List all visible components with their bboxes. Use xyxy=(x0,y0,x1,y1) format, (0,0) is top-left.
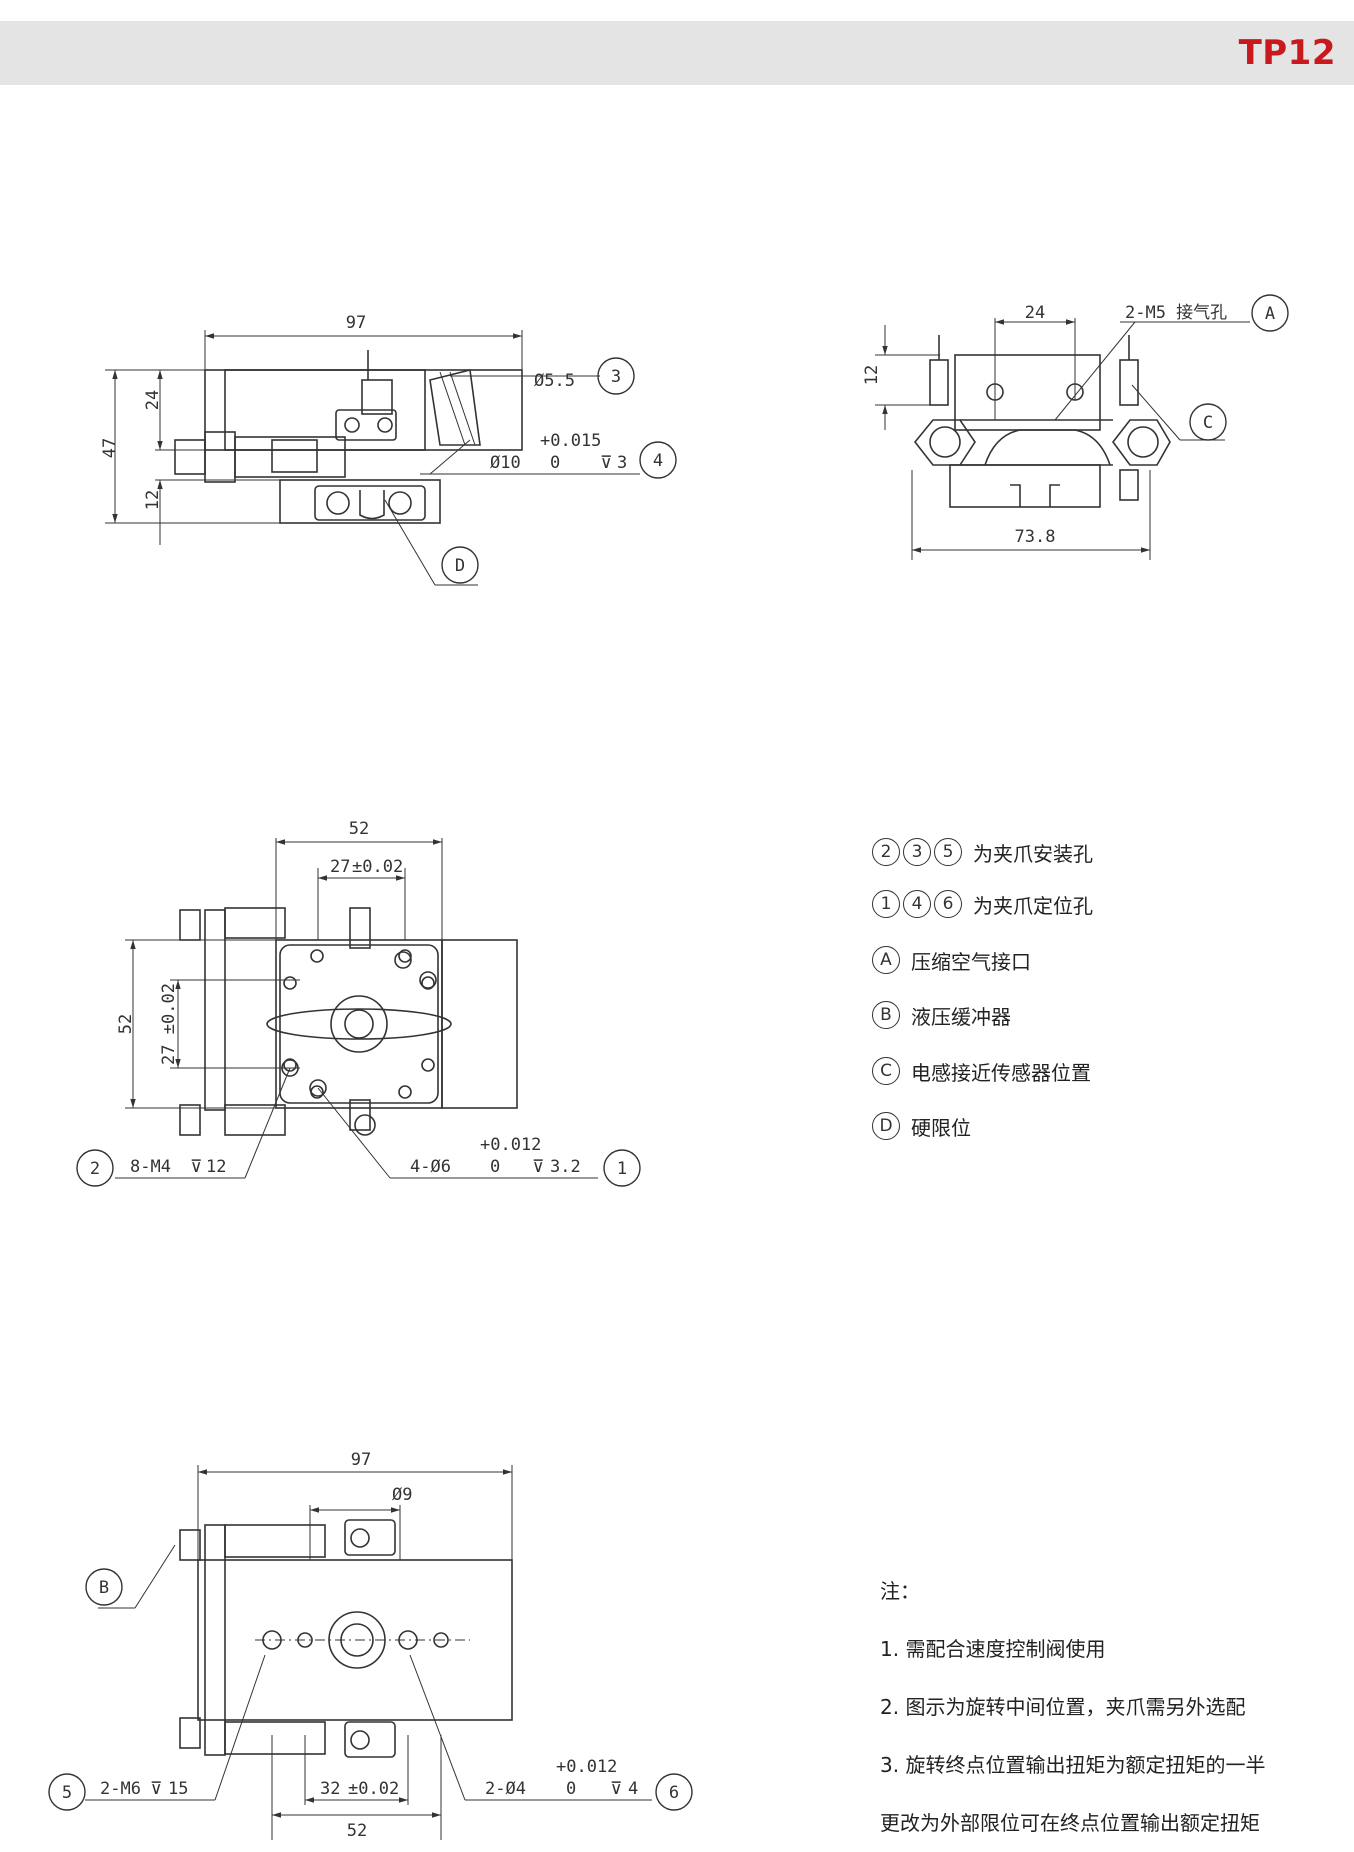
top-view xyxy=(76,838,641,1187)
header-bar: TP12 xyxy=(0,21,1354,85)
mark-icon: C xyxy=(872,1057,900,1085)
mark-icon: D xyxy=(872,1112,900,1140)
legend-text: 液压缓冲器 xyxy=(911,1004,1011,1029)
callout-2: 2 xyxy=(90,1159,100,1179)
callout-a: A xyxy=(1265,304,1275,324)
front-view xyxy=(875,294,1289,560)
depth-symbol: ⊽ xyxy=(532,1157,544,1177)
depth-symbol: ⊽ xyxy=(190,1157,202,1177)
legend-item-locating-holes: 1 4 6 为夹爪定位孔 xyxy=(872,887,1093,921)
hole4-tol-lower: 0 xyxy=(550,453,560,473)
dim-width-52: 52 xyxy=(349,819,369,839)
hole3-label: Ø5.5 xyxy=(534,371,575,391)
dim-bottom-52: 52 xyxy=(347,1821,367,1841)
legend-item-damper: B 液压缓冲器 xyxy=(872,998,1011,1032)
port-label: 2-M5 接气孔 xyxy=(1125,303,1227,323)
callout-6: 6 xyxy=(669,1783,679,1803)
side-view-text: 97 47 24 12 Ø5.5 3 Ø10 +0.015 0 ⊽ 3 4 D xyxy=(100,313,663,576)
dim-spacing-24: 24 xyxy=(1025,303,1045,323)
note-line: 更改为外部限位可在终点位置输出额定扭矩 xyxy=(880,1811,1260,1835)
dim-width-97: 97 xyxy=(351,1450,371,1470)
dim-height-12: 12 xyxy=(862,365,882,385)
mark-icon: B xyxy=(872,1001,900,1029)
mark-icon: 4 xyxy=(903,890,931,918)
callout-4: 4 xyxy=(653,451,663,471)
legend-item-air-port: A 压缩空气接口 xyxy=(872,943,1031,977)
bottom-view xyxy=(48,1465,693,1840)
dim-upper-24: 24 xyxy=(143,390,163,410)
legend-item-hard-stop: D 硬限位 xyxy=(872,1109,971,1143)
dim-pitch-32: 32 xyxy=(320,1779,340,1799)
legend-text: 压缩空气接口 xyxy=(911,949,1031,974)
callout-b: B xyxy=(99,1578,109,1598)
hole4-label: Ø10 xyxy=(490,453,521,473)
hole1-label: 4-Ø6 xyxy=(410,1157,451,1177)
callout-5: 5 xyxy=(62,1783,72,1803)
side-view xyxy=(105,330,677,586)
dim-pitch-tol: ±0.02 xyxy=(348,1779,399,1799)
mark-icon: 3 xyxy=(903,838,931,866)
dim-vpitch-27: 27 ±0.02 xyxy=(159,983,179,1065)
bottom-view-text: 97 Ø9 B 5 2-M6 ⊽ 15 32 ±0.02 2-Ø4 +0.012… xyxy=(62,1450,679,1841)
callout-c: C xyxy=(1203,413,1213,433)
callout-1: 1 xyxy=(617,1159,627,1179)
hole1-tol-lower: 0 xyxy=(490,1157,500,1177)
mark-icon: A xyxy=(872,946,900,974)
dim-pitch-27: 27 xyxy=(330,857,350,877)
mark-icon: 5 xyxy=(934,838,962,866)
depth-symbol: ⊽ xyxy=(610,1779,622,1799)
mark-icon: 1 xyxy=(872,890,900,918)
legend-item-install-holes: 2 3 5 为夹爪安装孔 xyxy=(872,835,1093,869)
mark-icon: 6 xyxy=(934,890,962,918)
thread2-depth: 12 xyxy=(206,1157,226,1177)
note-line: 1. 需配合速度控制阀使用 xyxy=(880,1637,1106,1661)
hole1-depth: 3.2 xyxy=(550,1157,581,1177)
depth-symbol: ⊽ xyxy=(600,453,612,473)
thread2-label: 8-M4 xyxy=(130,1157,171,1177)
dim-bore-9: Ø9 xyxy=(392,1485,412,1505)
thread5-label: 2-M6 xyxy=(100,1779,141,1799)
hole1-tol-upper: +0.012 xyxy=(480,1135,541,1155)
note-line: 3. 旋转终点位置输出扭矩为额定扭矩的一半 xyxy=(880,1753,1266,1777)
legend-text: 为夹爪定位孔 xyxy=(973,893,1093,918)
hole6-depth: 4 xyxy=(628,1779,638,1799)
dim-width-97: 97 xyxy=(346,313,366,333)
callout-3: 3 xyxy=(611,367,621,387)
hole6-tol-lower: 0 xyxy=(566,1779,576,1799)
top-view-text: 52 27 ±0.02 52 27 ±0.02 2 8-M4 ⊽ 12 4-Ø6… xyxy=(90,819,627,1179)
thread5-depth: 15 xyxy=(168,1779,188,1799)
dim-pitch-tol: ±0.02 xyxy=(352,857,403,877)
dim-height-52: 52 xyxy=(116,1014,136,1034)
dim-width-73-8: 73.8 xyxy=(1015,527,1056,547)
callout-d: D xyxy=(455,556,465,576)
dim-height-47: 47 xyxy=(100,438,120,458)
legend-text: 为夹爪安装孔 xyxy=(973,841,1093,866)
hole6-tol-upper: +0.012 xyxy=(556,1757,617,1777)
hole4-tol-upper: +0.015 xyxy=(540,431,601,451)
dim-lower-12: 12 xyxy=(143,490,163,510)
legend-text: 硬限位 xyxy=(911,1115,971,1140)
note-line: 2. 图示为旋转中间位置，夹爪需另外选配 xyxy=(880,1695,1246,1719)
depth-symbol: ⊽ xyxy=(150,1779,162,1799)
front-view-text: 24 2-M5 接气孔 A 12 C 73.8 xyxy=(862,303,1275,547)
hole4-depth: 3 xyxy=(617,453,627,473)
model-code: TP12 xyxy=(1238,33,1336,73)
legend-text: 电感接近传感器位置 xyxy=(911,1060,1091,1085)
notes-title: 注： xyxy=(880,1579,920,1603)
mark-icon: 2 xyxy=(872,838,900,866)
legend-item-sensor: C 电感接近传感器位置 xyxy=(872,1054,1091,1088)
hole6-label: 2-Ø4 xyxy=(485,1779,526,1799)
